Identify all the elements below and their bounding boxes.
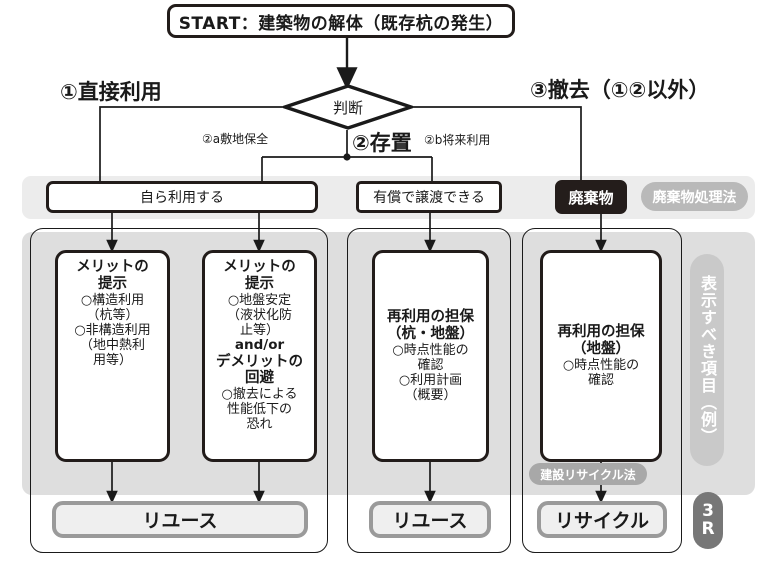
detail-line: （地中熱利 (79, 337, 145, 353)
three-r-digit: 3 (702, 501, 714, 522)
detail-line: ○構造利用 (80, 292, 145, 308)
category-waste: 廃棄物 (555, 180, 627, 214)
detail-line: and/or (234, 336, 285, 353)
group-outline-self-use (30, 228, 328, 553)
detail-line: メリットの (76, 259, 149, 275)
decision-diamond (283, 84, 413, 130)
side-pill-display-items: 表示すべき項目（例） (690, 254, 724, 466)
category-paid-transfer: 有償で譲渡できる (356, 181, 502, 213)
sub-branch-label-future-use: ②b将来利用 (424, 133, 491, 147)
detail-line: 提示 (98, 275, 127, 292)
detail-line: ○時点性能の (562, 357, 640, 373)
detail-line: ○地盤安定 (227, 292, 292, 308)
category-self-use: 自ら利用する (46, 181, 318, 213)
law-pill-waste-management: 廃棄物処理法 (641, 182, 748, 211)
detail-line: （概要） (404, 387, 457, 403)
detail-line: 再利用の担保 (387, 309, 474, 326)
detail-line: デメリットの (216, 353, 303, 370)
detail-line: 提示 (245, 275, 274, 292)
detail-line: （杭・地盤） (387, 325, 474, 342)
detail-line: ○撤去による (221, 387, 298, 403)
three-r-letter: R (701, 518, 715, 539)
side-pill-display-items-label: 表示すべき項目（例） (698, 275, 717, 445)
detail-line: 回避 (245, 370, 274, 387)
group-outline-paid-transfer (347, 228, 511, 553)
detail-line: ○利用計画 (398, 372, 463, 388)
detail-line: 止等） (239, 322, 279, 338)
detail-line: 再利用の担保 (557, 324, 645, 341)
detail-line: メリットの (223, 259, 296, 275)
side-pill-3r: 3 R (693, 492, 723, 549)
result-reuse-transfer: リユース (369, 501, 491, 538)
law-pill-construction-recycling: 建設リサイクル法 (529, 463, 647, 485)
detail-box-reuse-guarantee-ground: 再利用の担保（地盤）○時点性能の確認 (540, 250, 662, 462)
detail-line: 恐れ (246, 417, 273, 433)
branch-label-direct-use: ①直接利用 (60, 80, 162, 104)
branch-label-removal: ③撤去（①②以外） (530, 78, 710, 102)
detail-line: 用等） (92, 352, 132, 368)
detail-box-reuse-guarantee-pile-ground: 再利用の担保（杭・地盤）○時点性能の確認○利用計画（概要） (372, 250, 489, 462)
start-node: START：建築物の解体（既存杭の発生） (167, 4, 515, 38)
result-recycle: リサイクル (537, 501, 667, 538)
detail-line: 性能低下の (226, 402, 292, 418)
detail-line: （杭等） (86, 307, 139, 323)
result-reuse-self: リユース (52, 501, 308, 538)
detail-line: （液状化防 (226, 307, 292, 323)
detail-line: 確認 (417, 357, 444, 373)
group-outline-waste (522, 228, 682, 553)
branch-label-leave-in-place: ②存置 (352, 131, 412, 155)
sub-branch-label-site-preservation: ②a敷地保全 (202, 132, 269, 146)
detail-line: ○非構造利用 (74, 322, 151, 338)
detail-line: （地盤） (572, 340, 630, 357)
detail-line: ○時点性能の (392, 342, 469, 358)
detail-line: 確認 (587, 372, 614, 388)
detail-box-merit-structural: メリットの提示○構造利用（杭等）○非構造利用（地中熱利用等） (55, 250, 170, 462)
